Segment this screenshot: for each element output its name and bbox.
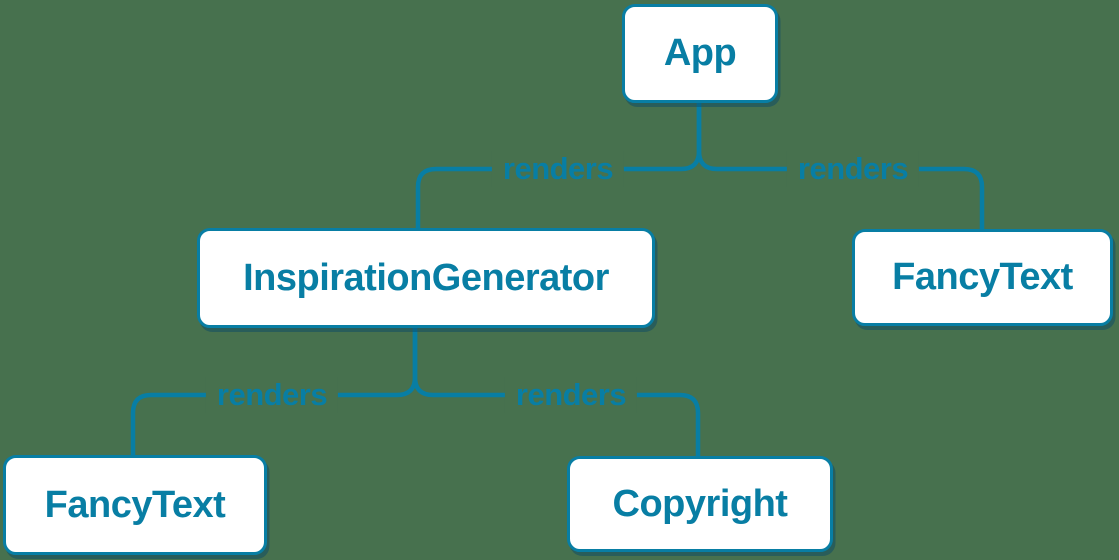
node-inspiration-generator: InspirationGenerator [197,228,655,328]
node-inspiration-generator-label: InspirationGenerator [243,256,609,299]
edge-label-app-to-fancy-text: renders [786,151,920,187]
node-app: App [622,4,778,103]
node-copyright: Copyright [567,456,833,552]
node-fancy-text-bottom: FancyText [3,455,267,555]
edge-label-app-to-inspiration-generator: renders [491,151,625,187]
node-fancy-text-top-label: FancyText [892,256,1073,298]
node-fancy-text-top: FancyText [852,229,1113,326]
node-fancy-text-bottom-label: FancyText [44,483,226,526]
edge-label-inspiration-generator-to-fancy-text: renders [205,377,339,413]
node-copyright-label: Copyright [612,482,788,525]
node-app-label: App [663,32,737,74]
edge-label-inspiration-generator-to-copyright: renders [504,377,638,413]
